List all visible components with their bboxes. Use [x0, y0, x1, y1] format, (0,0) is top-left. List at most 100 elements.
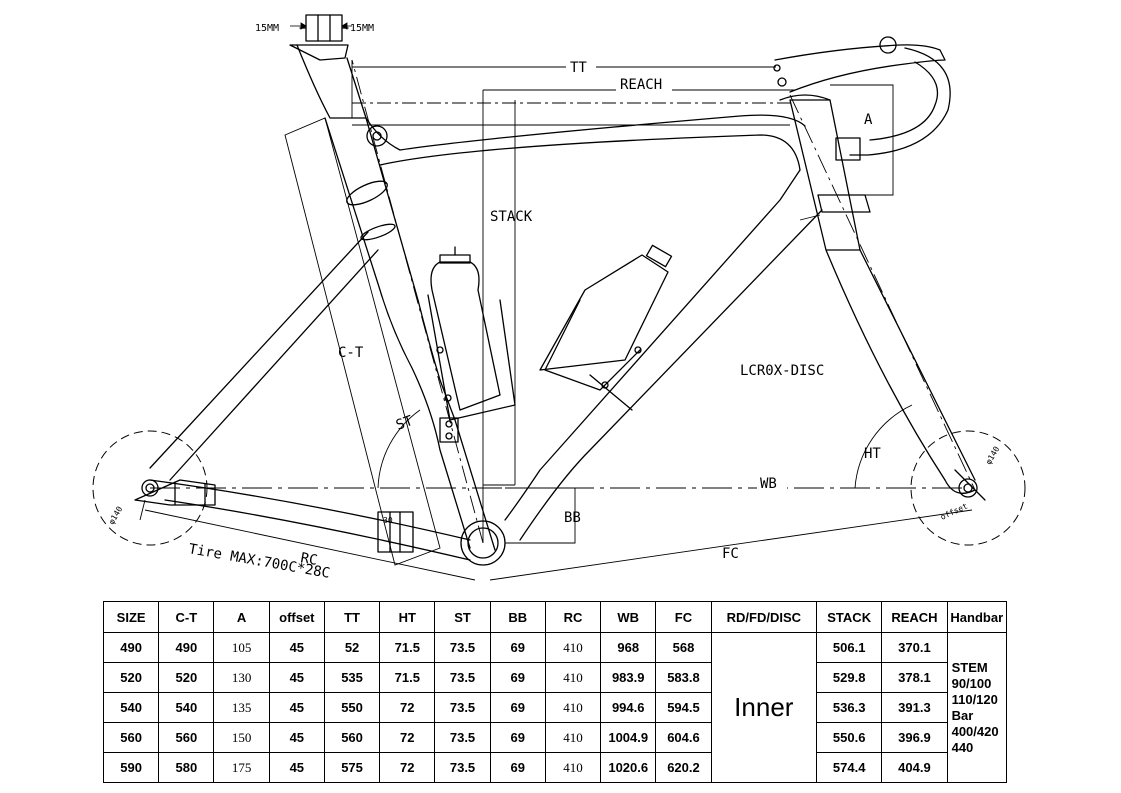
header-offset: offset [268, 601, 325, 633]
cell-wb: 968 [600, 632, 657, 663]
stack-label: STACK [490, 209, 533, 225]
front-dropout-label: φ140 [984, 445, 1002, 466]
cell-ht: 71.5 [379, 662, 436, 693]
cell-stack: 529.8 [816, 662, 883, 693]
cell-stack: 536.3 [816, 692, 883, 723]
cell-reach: 391.3 [881, 692, 948, 723]
cell-fc: 620.2 [655, 752, 712, 783]
mm-right-label: 15MM [350, 23, 374, 34]
cell-ct: 580 [158, 752, 215, 783]
cell-size: 520 [102, 662, 160, 693]
cell-wb: 994.6 [600, 692, 657, 723]
cell-st: 73.5 [434, 692, 491, 723]
cell-wb: 1020.6 [600, 752, 657, 783]
down-tube [504, 169, 823, 541]
cell-a: 105 [213, 632, 270, 663]
cell-stack: 550.6 [816, 722, 883, 753]
st-label: ST [394, 413, 416, 434]
cell-rc: 410 [544, 692, 602, 723]
cell-offset: 45 [268, 752, 325, 783]
front-wheel-outline [910, 430, 1026, 546]
cell-wb: 983.9 [600, 662, 657, 693]
cell-ht: 72 [379, 722, 436, 753]
cell-a: 175 [213, 752, 270, 783]
angle-30-label: 30 [383, 516, 393, 525]
cell-ct: 560 [158, 722, 215, 753]
cell-size: 540 [102, 692, 160, 723]
geometry-table: SIZE C-T A offset TT HT ST BB RC WB FC R… [102, 601, 1008, 783]
ct-label: C-T [338, 345, 364, 361]
cell-stack: 506.1 [816, 632, 883, 663]
cell-a: 135 [213, 692, 270, 723]
header-a: A [213, 601, 270, 633]
header-handbar: Handbar [946, 601, 1008, 633]
a-label: A [864, 112, 873, 128]
bottle-right [539, 244, 673, 391]
cell-st: 73.5 [434, 722, 491, 753]
cell-bb: 69 [489, 662, 546, 693]
cell-size: 590 [102, 752, 160, 783]
rear-dropout [134, 479, 216, 506]
seat-stays [149, 231, 379, 481]
cell-tt: 560 [323, 722, 381, 753]
header-stack: STACK [816, 601, 883, 633]
table-row: 560 560 150 45 560 72 73.5 69 410 1004.9… [102, 722, 1007, 753]
rc-dimension-line [144, 509, 476, 581]
handbar-bar-1: 400/420 [951, 723, 999, 739]
cell-tt: 575 [323, 752, 381, 783]
cell-tt: 52 [323, 632, 381, 663]
header-rc: RC [544, 601, 602, 633]
cell-rc: 410 [544, 752, 602, 783]
cell-bb: 69 [489, 632, 546, 663]
cell-bb: 69 [489, 722, 546, 753]
rear-dropout-label: φ140 [107, 505, 125, 526]
handbar-stem-2: 110/120 [951, 691, 998, 707]
handbar-bar-label: Bar [951, 707, 974, 723]
header-wb: WB [600, 601, 657, 633]
cell-rc: 410 [544, 662, 602, 693]
table-row: 520 520 130 45 535 71.5 73.5 69 410 983.… [102, 662, 1007, 693]
fc-label: FC [722, 546, 739, 562]
table-row: 590 580 175 45 575 72 73.5 69 410 1020.6… [102, 752, 1007, 783]
fc-dimension-line [489, 509, 973, 581]
cell-bb: 69 [489, 692, 546, 723]
header-reach: REACH [881, 601, 948, 633]
table-row: 540 540 135 45 550 72 73.5 69 410 994.6 … [102, 692, 1007, 723]
cell-offset: 45 [268, 692, 325, 723]
header-fc: FC [655, 601, 712, 633]
handlebar [835, 47, 951, 161]
ht-label: HT [864, 446, 881, 462]
cell-ht: 72 [379, 752, 436, 783]
seatpost-clamp [289, 14, 349, 61]
head-tube [779, 94, 871, 251]
cell-a: 150 [213, 722, 270, 753]
cell-st: 73.5 [434, 632, 491, 663]
tt-label: TT [570, 60, 587, 76]
cell-tt: 550 [323, 692, 381, 723]
cell-reach: 404.9 [881, 752, 948, 783]
cell-ct: 540 [158, 692, 215, 723]
cell-reach: 378.1 [881, 662, 948, 693]
cell-offset: 45 [268, 632, 325, 663]
cell-stack: 574.4 [816, 752, 883, 783]
cell-st: 73.5 [434, 752, 491, 783]
frame-geometry-drawing: 15MM 15MM TT REACH STACK C-T ST A HT WB … [92, 14, 1026, 582]
cell-a: 130 [213, 662, 270, 693]
handbar-stem-1: 90/100 [951, 675, 992, 691]
a-dimension-box [830, 84, 894, 196]
cell-tt: 535 [323, 662, 381, 693]
bottle-left [427, 246, 516, 421]
table-row: 490 490 105 45 52 71.5 73.5 69 410 968 5… [102, 632, 1008, 783]
seatpost [296, 44, 367, 119]
cell-ct: 490 [158, 632, 215, 663]
cell-reach: 370.1 [881, 632, 948, 663]
tire-label: Tire MAX:700C*28C [187, 541, 331, 582]
header-size: SIZE [102, 601, 160, 633]
header-bb: BB [489, 601, 546, 633]
cell-wb: 1004.9 [600, 722, 657, 753]
top-tube [365, 114, 806, 171]
cell-st: 73.5 [434, 662, 491, 693]
ct-dimension-line [284, 117, 441, 566]
header-routing: RD/FD/DISC [710, 601, 818, 633]
header-st: ST [434, 601, 491, 633]
